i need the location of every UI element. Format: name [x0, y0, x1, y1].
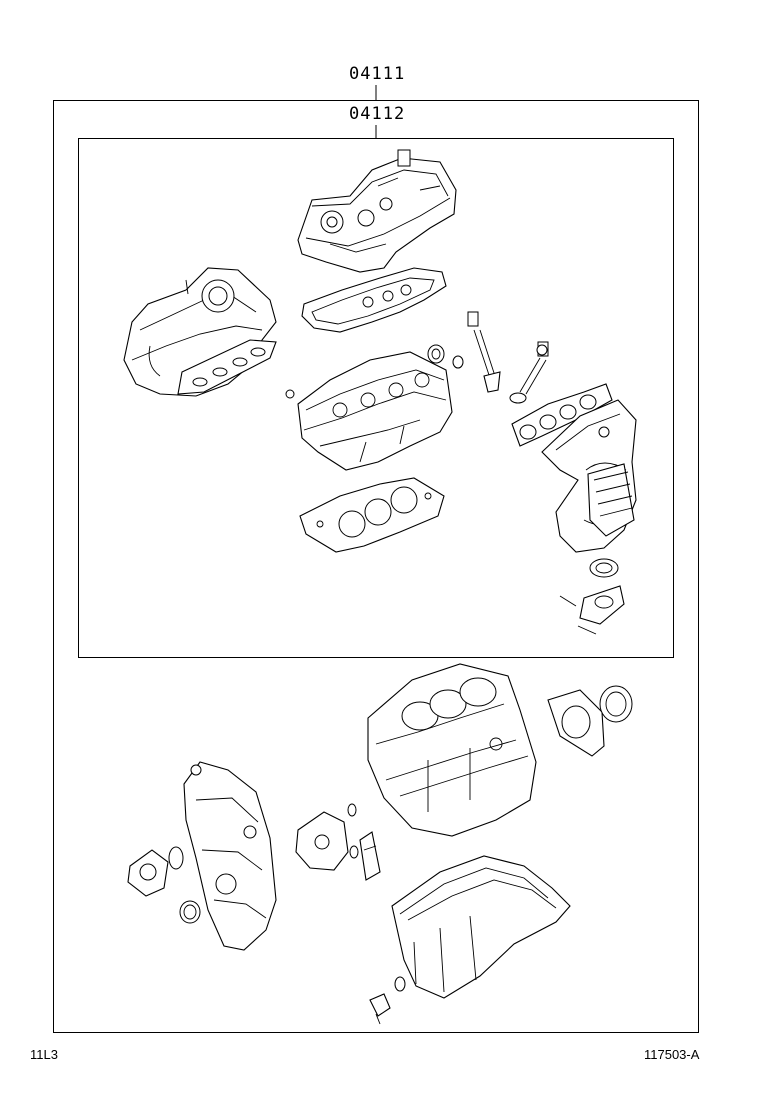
rear-oil-seal-retainer-drawing [547, 685, 633, 757]
cylinder-head-cover-drawing [297, 149, 457, 273]
oil-pan-drawing [391, 855, 571, 999]
water-pump-drawing [127, 846, 184, 897]
drain-plug-drawing [369, 976, 406, 1025]
camshaft-seal-drawing [427, 344, 464, 369]
outer-kit-label: 04111 [349, 64, 406, 84]
timing-chain-cover-drawing [183, 761, 277, 951]
crankshaft-front-seal-drawing [179, 900, 201, 924]
chain-tensioner-drawing [359, 831, 381, 881]
outer-kit-frame [53, 100, 699, 1033]
footer-left-code: 11L3 [30, 1047, 58, 1062]
exhaust-manifold-drawing [541, 399, 637, 553]
inner-kit-label: 04112 [349, 104, 406, 124]
oil-pump-drawing [295, 803, 359, 871]
head-cover-gasket-drawing [301, 267, 447, 333]
exhaust-manifold-gasket-drawing [511, 383, 613, 447]
cylinder-block-drawing [367, 663, 537, 837]
cylinder-head-gasket-drawing [299, 477, 445, 553]
footer-right-code: 117503-A [644, 1047, 700, 1062]
exhaust-pipe-gasket-drawing [559, 558, 625, 635]
valve-drawing [467, 311, 549, 404]
inner-kit-frame [78, 138, 674, 658]
intake-manifold-drawing [123, 267, 277, 397]
cylinder-head-drawing [285, 351, 453, 471]
